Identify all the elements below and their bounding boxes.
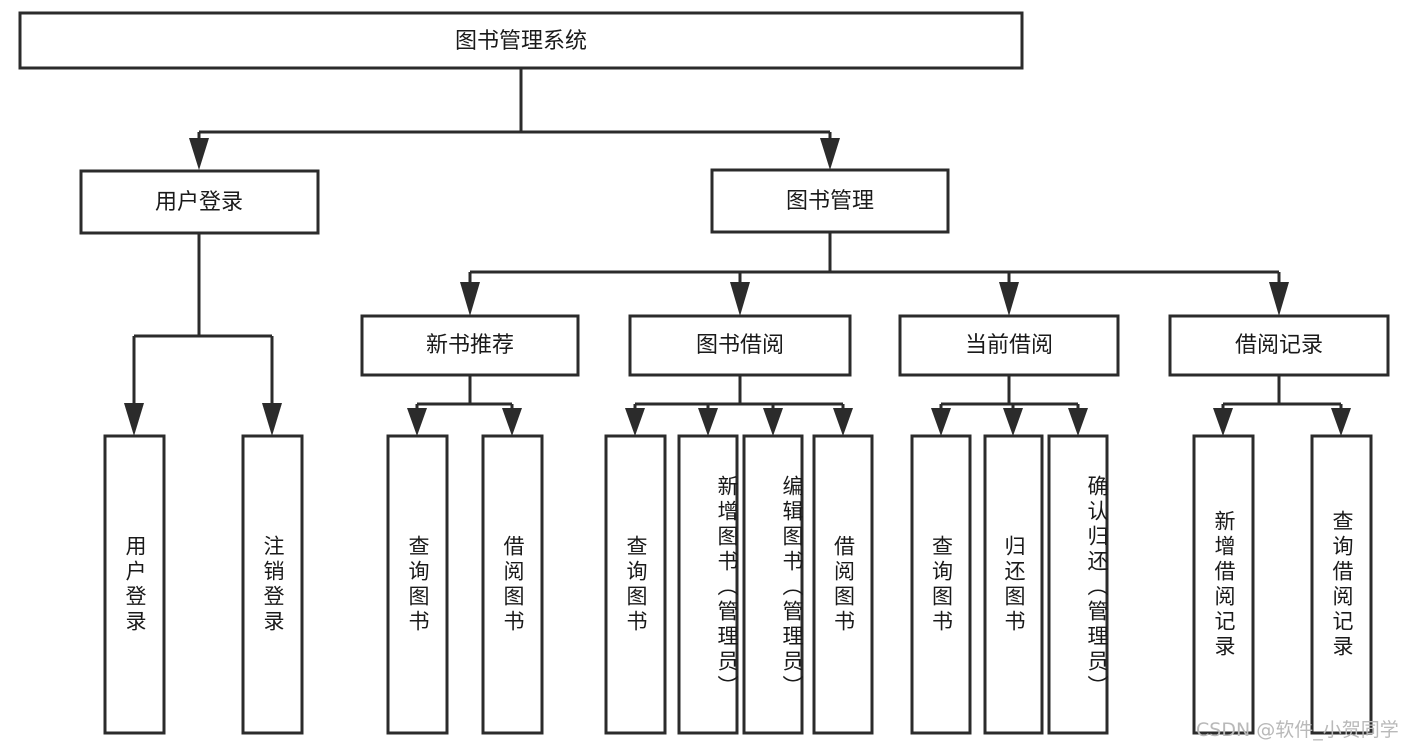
arrow-head-borrow-record [1269,282,1289,316]
node-new-book-recommend-box[interactable] [360,314,580,377]
arrow-head-leaf-nb-1 [407,408,427,436]
node-user-login[interactable]: 用户登录 [79,169,320,235]
node-root-box[interactable] [18,11,1024,70]
node-current-borrow[interactable]: 当前借阅 [898,314,1120,377]
arrow-head-leaf-nb-2 [502,408,522,436]
leaf-box-bb-edit-book[interactable] [742,434,804,735]
node-new-book-recommend[interactable]: 新书推荐 [360,314,580,377]
arrow-head-leaf-user-login [124,403,144,436]
arrow-head-leaf-br-1 [1213,408,1233,436]
node-book-manage[interactable]: 图书管理 [710,168,950,234]
arrow-head-leaf-cb-1 [931,408,951,436]
arrow-head-leaf-cb-2 [1003,408,1023,436]
arrow-head-leaf-bb-4 [833,408,853,436]
leaf-box-cb-query-book[interactable] [910,434,972,735]
arrow-head-leaf-bb-1 [625,408,645,436]
arrow-head-current-borrow [999,282,1019,316]
leaf-box-bb-query-book[interactable] [604,434,667,735]
leaf-box-logout-login[interactable] [241,434,304,735]
arrow-head-leaf-cb-3 [1068,408,1088,436]
node-borrow-record-label: 借阅记录 [1235,333,1323,358]
leaf-box-cb-return-book[interactable] [983,434,1044,735]
node-book-manage-box[interactable] [710,168,950,234]
node-current-borrow-box[interactable] [898,314,1120,377]
leaf-box-br-add-record[interactable] [1192,434,1255,735]
arrow-head-book-manage [820,138,840,170]
node-book-borrow-box[interactable] [628,314,852,377]
arrow-head-book-borrow [730,282,750,316]
node-borrow-record-box[interactable] [1168,314,1390,377]
node-new-book-recommend-label: 新书推荐 [426,333,514,358]
leaf-box-user-login[interactable] [103,434,166,735]
arrow-head-new-book-recommend [460,282,480,316]
arrow-head-leaf-logout-login [262,403,282,436]
node-root-label: 图书管理系统 [455,29,587,54]
node-book-manage-label: 图书管理 [786,189,874,214]
node-book-borrow-label: 图书借阅 [696,333,784,358]
node-book-borrow[interactable]: 图书借阅 [628,314,852,377]
node-user-login-label: 用户登录 [155,190,243,215]
node-root[interactable]: 图书管理系统 [18,11,1024,70]
arrow-head-leaf-br-2 [1331,408,1351,436]
leaf-box-cb-confirm-return[interactable] [1047,434,1109,735]
connector-layer [124,68,1351,436]
leaf-box-layer [103,434,1373,735]
arrow-head-leaf-bb-3 [763,408,783,436]
leaf-box-bb-borrow-book[interactable] [812,434,874,735]
node-user-login-box[interactable] [79,169,320,235]
node-current-borrow-label: 当前借阅 [965,333,1053,358]
node-borrow-record[interactable]: 借阅记录 [1168,314,1390,377]
arrow-head-leaf-bb-2 [698,408,718,436]
leaf-box-bb-add-book[interactable] [677,434,739,735]
leaf-box-nb-query-book[interactable] [386,434,449,735]
leaf-box-nb-borrow-book[interactable] [481,434,544,735]
leaf-box-br-query-record[interactable] [1310,434,1373,735]
arrow-head-user-login [189,138,209,170]
watermark-text: CSDN @软件_小贺同学 [1196,719,1399,741]
